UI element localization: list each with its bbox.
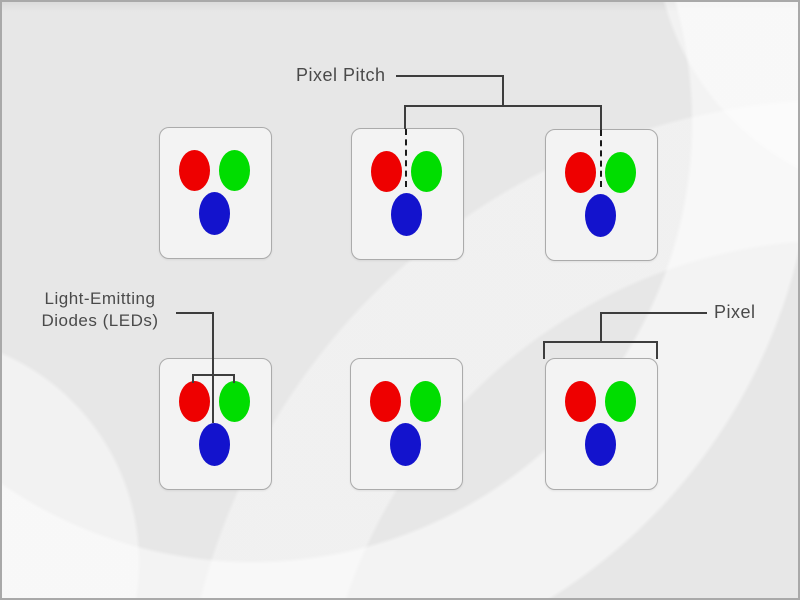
red-led-icon: [370, 381, 401, 422]
red-led-icon: [371, 151, 402, 192]
pixel-connector-line: [600, 312, 602, 343]
pixel-square: [159, 127, 272, 259]
led-bracket-tick: [233, 374, 235, 383]
pixel-square: [351, 128, 464, 260]
blue-led-icon: [390, 423, 421, 466]
led-label: Light-Emitting Diodes (LEDs): [24, 288, 176, 332]
pixel-pitch-connector-line: [396, 75, 504, 77]
red-led-icon: [565, 152, 596, 193]
pixel-connector-line: [600, 312, 707, 314]
pixel-pitch-drop-line: [404, 105, 406, 129]
pixel-center-dashed-line: [600, 130, 602, 187]
led-connector-line: [212, 312, 214, 423]
pixel-bracket: [543, 341, 658, 343]
pixel-center-dashed-line: [405, 129, 407, 187]
pixel-pitch-connector-line: [502, 75, 504, 107]
pixel-label: Pixel: [714, 302, 756, 322]
red-led-icon: [565, 381, 596, 422]
blue-led-icon: [199, 192, 230, 235]
green-led-icon: [219, 381, 250, 422]
pixel-pitch-label: Pixel Pitch: [296, 65, 386, 85]
green-led-icon: [410, 381, 441, 422]
pixel-pitch-span-line: [404, 105, 602, 107]
green-led-icon: [605, 152, 636, 193]
red-led-icon: [179, 150, 210, 191]
pixel-square: [350, 358, 463, 490]
led-connector-line: [176, 312, 214, 314]
green-led-icon: [411, 151, 442, 192]
led-bracket: [192, 374, 235, 376]
pixel-bracket-tick: [656, 341, 658, 359]
blue-led-icon: [585, 194, 616, 237]
green-led-icon: [605, 381, 636, 422]
green-led-icon: [219, 150, 250, 191]
blue-led-icon: [585, 423, 616, 466]
red-led-icon: [179, 381, 210, 422]
blue-led-icon: [199, 423, 230, 466]
pixel-bracket-tick: [543, 341, 545, 359]
pixel-square: [545, 358, 658, 490]
led-label-line2: Diodes (LEDs): [41, 311, 159, 330]
pixel-pitch-drop-line: [600, 105, 602, 130]
blue-led-icon: [391, 193, 422, 236]
pixel-square: [159, 358, 272, 490]
led-bracket-tick: [192, 374, 194, 383]
led-label-line1: Light-Emitting: [44, 289, 156, 308]
